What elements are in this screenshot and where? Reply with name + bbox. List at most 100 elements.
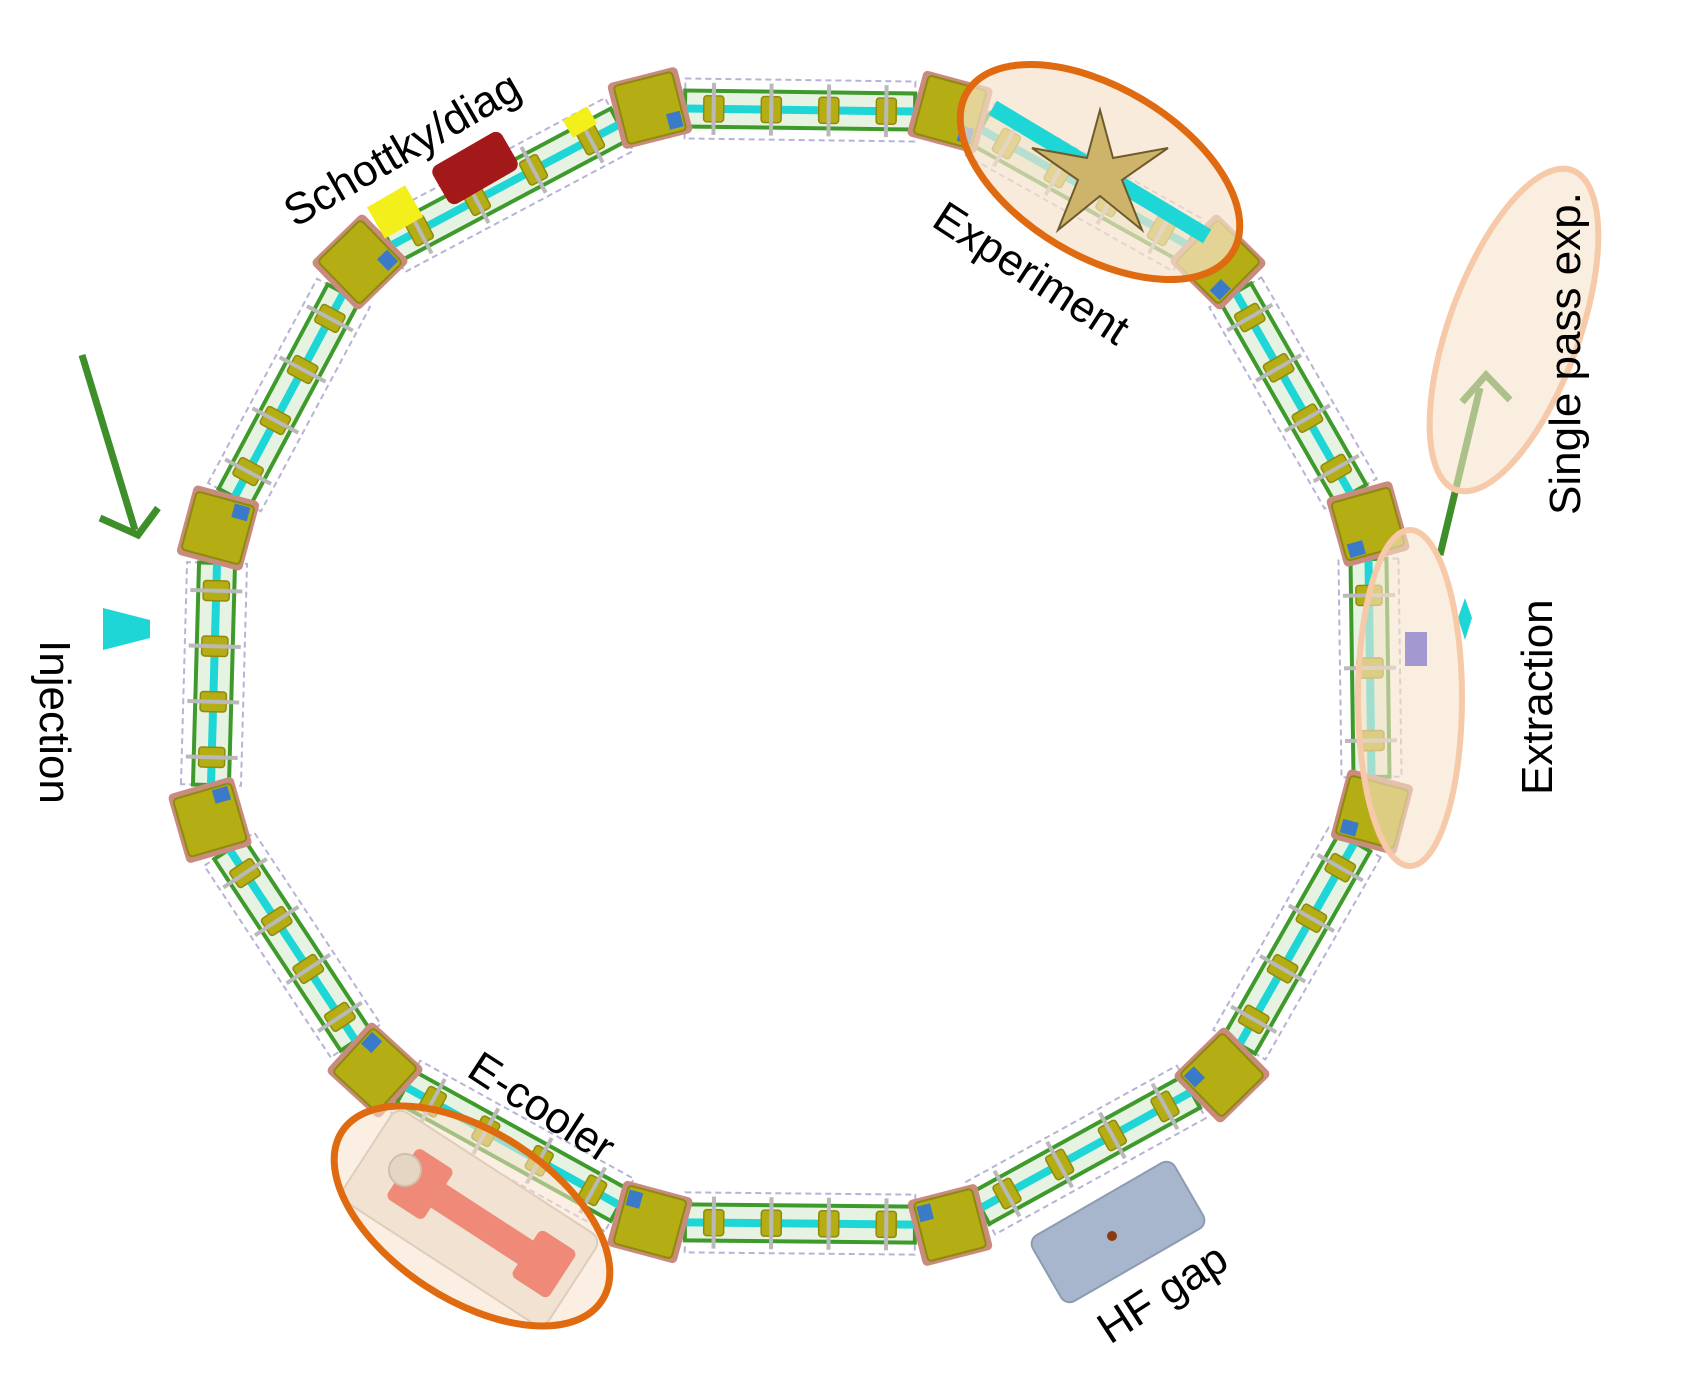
dipole-yoke [913,1188,987,1262]
dipole-yoke [1330,486,1406,562]
extraction-septum [1458,598,1472,640]
injection-section [78,353,161,650]
beam-pipe [684,104,916,116]
dipole-yoke [613,71,687,145]
diagnostic-stand [711,82,717,135]
diagnostic-stand [1098,1111,1127,1160]
straight-section [206,277,372,513]
diagnostic-stand [768,1197,774,1250]
schottky-red-cavity [432,131,518,205]
straight-section [682,1191,918,1256]
support-scaffold [202,831,383,1059]
diagnostic-stand [1150,1082,1180,1131]
schottky-section [366,106,598,239]
experiment-target-star [1031,106,1169,234]
schottky-yellow-element [366,185,424,239]
diagnostic-stand [1287,903,1335,933]
diagnostic-stand [711,1196,717,1249]
diagnostic-stand [185,754,238,760]
injection-arrow-shaft [78,353,139,532]
straight-section [682,77,918,143]
diagnostic-stand [285,952,332,985]
diagnostic-stand [1312,453,1360,484]
dipole-magnet [1174,1027,1270,1123]
dipole-port [231,503,251,522]
dipole-magnet [176,485,260,571]
diagnostic-stand [224,457,272,486]
beam-pipe [684,1218,916,1229]
dipole-port [211,785,232,804]
dipole-port [1339,818,1359,837]
dipole-magnet [327,1022,423,1118]
diagnostic-stand [317,1000,363,1033]
straight-section [202,831,383,1059]
diagnostic-stand [992,1169,1022,1218]
straight-section [964,1064,1208,1236]
diagnostic-stand [1259,954,1307,984]
injection-arrow-head [98,505,161,540]
hf-gap-cavity [1030,1160,1206,1304]
diagnostic-stand [883,1198,889,1251]
diagnostic-stand [578,1166,607,1215]
label-single-pass-exp: Single pass exp. [1541,192,1590,515]
straight-section [1211,826,1383,1061]
diagnostic-stand [278,355,327,384]
beam-pipe [389,120,621,250]
dipole-magnet [607,1180,693,1264]
experiment-section [988,100,1212,244]
ecooler-highlight [330,1102,614,1330]
dipole-magnet [168,777,252,863]
straight-section [1207,276,1379,510]
hf-gap-marker [1107,1231,1117,1241]
diagnostic-stand [519,145,548,194]
diagnostic-stand [1316,853,1364,883]
dipole-yoke [172,782,248,858]
diagnostic-stand [222,857,268,890]
beam-pipe [1235,840,1359,1047]
dipole-magnet [312,214,408,310]
beam-pipe [206,562,222,786]
beam-pipe [225,847,360,1043]
diagnostic-stand [1226,302,1274,333]
dipole-port [377,249,399,271]
diagnostic-stand [306,304,354,333]
ring-dipole-magnets [168,67,1413,1266]
diagnostic-stand [826,84,832,137]
beam-pipe [230,290,348,500]
dipole-port [666,110,684,130]
dipole-yoke [318,220,402,304]
beam-pipe [978,1088,1194,1212]
diagnostic-stand [253,905,300,938]
dipole-port [916,1203,934,1223]
single-pass-highlight [1426,165,1602,495]
diagnostic-stand [1255,353,1303,383]
diagnostic-stand [1283,403,1331,433]
diagnostic-stand [1045,1140,1074,1189]
diagnostic-stand [251,406,300,435]
extraction-highlight [1355,527,1465,869]
dipole-port [625,1189,644,1209]
schottky-yellow-element-2 [562,106,598,138]
diagnostic-stand [883,85,889,138]
hf-gap-section [1030,1160,1206,1304]
beam-pipe [1231,290,1355,496]
label-extraction: Extraction [1513,599,1562,795]
dipole-yoke [333,1028,417,1112]
dipole-yoke [1180,1033,1264,1117]
dipole-port [1346,540,1366,558]
diagnostic-stand [187,699,240,705]
diagnostic-stand [190,588,243,594]
dipole-port [1183,1066,1205,1088]
diagnostic-stand [826,1197,832,1250]
dipole-magnet [607,67,693,149]
dipole-port [1209,278,1231,301]
straight-section [179,560,249,788]
diagnostic-stand [1230,1004,1278,1034]
dipole-port [361,1031,383,1054]
diagnostic-stand [768,83,774,136]
dipole-magnet [907,1184,993,1266]
diagnostic-stand [188,643,241,649]
injection-septum [103,608,150,650]
label-injection: Injection [30,640,79,804]
